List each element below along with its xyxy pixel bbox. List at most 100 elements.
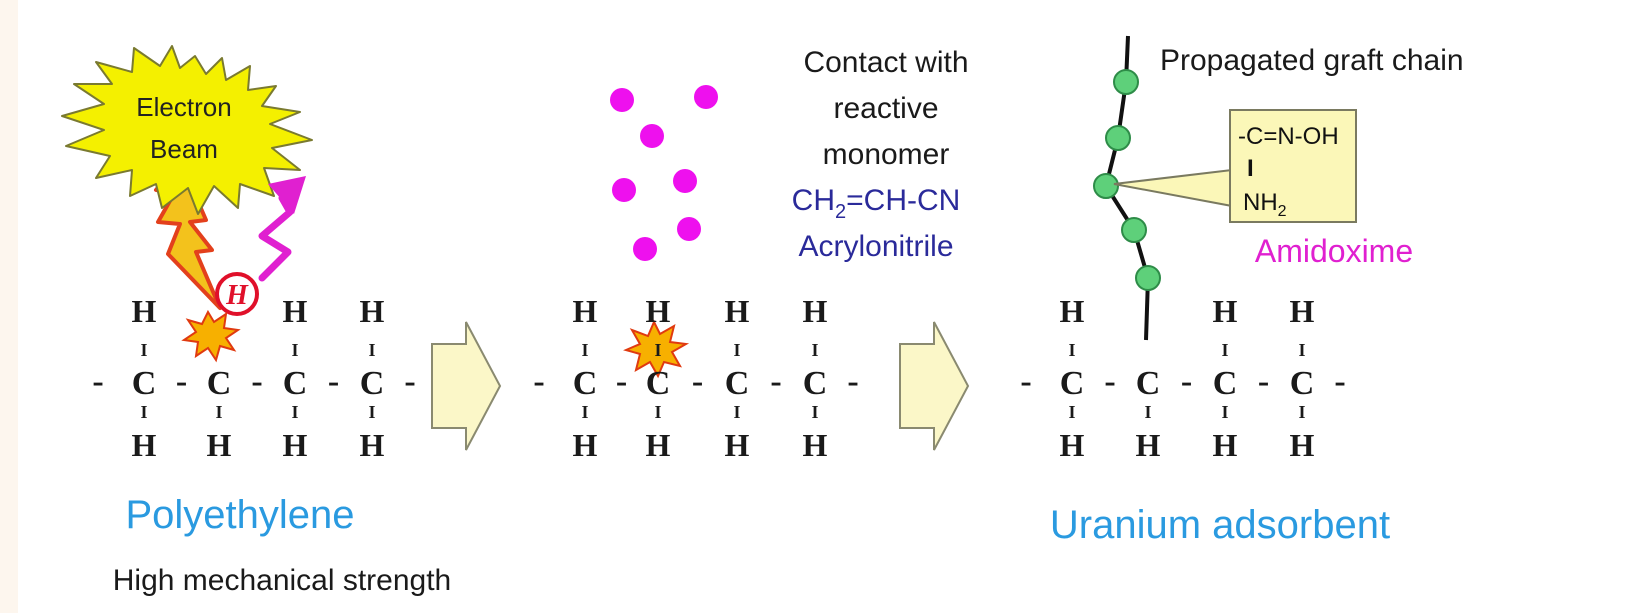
chain-bond: - bbox=[1258, 363, 1269, 400]
chain-bond: I bbox=[140, 340, 147, 360]
hydrogen-atom: H bbox=[725, 293, 750, 329]
process-arrow-2-icon bbox=[899, 321, 970, 451]
monomer-dot bbox=[640, 124, 664, 148]
hydrogen-atom: H bbox=[132, 293, 157, 329]
chain-bond: I bbox=[291, 340, 298, 360]
hydrogen-atom: H bbox=[646, 293, 671, 329]
chain-bond: I bbox=[811, 340, 818, 360]
hydrogen-atom: H bbox=[1290, 427, 1315, 463]
hydrogen-atom: H bbox=[1060, 293, 1085, 329]
chain-bond: I bbox=[1298, 402, 1305, 422]
chain-bond: I bbox=[1068, 340, 1075, 360]
hydrogen-atom: H bbox=[1290, 293, 1315, 329]
callout-bond: I bbox=[1247, 155, 1254, 182]
electron-beam-burst-icon bbox=[61, 45, 313, 215]
burst-label-beam: Beam bbox=[150, 134, 218, 164]
carbon-atom: C bbox=[132, 365, 157, 402]
chain-bond: I bbox=[1221, 402, 1228, 422]
mechanical-strength-label: High mechanical strength bbox=[113, 564, 452, 597]
squiggle-arrow-head-icon bbox=[268, 176, 306, 214]
hydrogen-atom: H bbox=[1213, 293, 1238, 329]
hydrogen-atom: H bbox=[573, 293, 598, 329]
hydrogen-atom: H bbox=[283, 427, 308, 463]
chain-bond: I bbox=[733, 402, 740, 422]
chain-bond: - bbox=[1181, 363, 1192, 400]
amidoxime-callout-box bbox=[1229, 109, 1357, 223]
carbon-atom: C bbox=[646, 365, 671, 402]
removed-hydrogen-label: H bbox=[225, 280, 249, 311]
chain-bond: - bbox=[770, 363, 781, 400]
chain-bond: I bbox=[1144, 402, 1151, 422]
chain-bond: - bbox=[847, 363, 858, 400]
graft-bead bbox=[1093, 173, 1119, 199]
contact-title-line2: reactive bbox=[833, 92, 938, 125]
monomer-dot bbox=[612, 178, 636, 202]
uranium-adsorbent-label: Uranium adsorbent bbox=[1050, 503, 1390, 547]
chain-bond: I bbox=[654, 402, 661, 422]
chain-bond: I bbox=[581, 402, 588, 422]
carbon-atom: C bbox=[1136, 365, 1161, 402]
chain-bond: - bbox=[176, 363, 187, 400]
hydrogen-atom: H bbox=[132, 427, 157, 463]
hydrogen-atom: H bbox=[725, 427, 750, 463]
acrylonitrile-formula: CH2=CH-CN bbox=[792, 184, 961, 223]
squiggle-arrow-icon bbox=[258, 194, 294, 282]
graft-bead bbox=[1121, 217, 1147, 243]
chain-bond: - bbox=[92, 363, 103, 400]
hydrogen-atom: H bbox=[573, 427, 598, 463]
chain-bond: I bbox=[811, 402, 818, 422]
carbon-atom: C bbox=[360, 365, 385, 402]
radical-spark-icon bbox=[623, 319, 690, 379]
step2-monomer-contact: Contact with reactive monomer CH2=CH-CN … bbox=[533, 46, 970, 463]
chain-bond: - bbox=[1334, 363, 1345, 400]
hydrogen-atom: H bbox=[360, 427, 385, 463]
chain-bond: I bbox=[1298, 340, 1305, 360]
chain-bond: I bbox=[1221, 340, 1228, 360]
hydrogen-atom: H bbox=[803, 293, 828, 329]
monomer-dot bbox=[673, 169, 697, 193]
chain-bond: I bbox=[733, 340, 740, 360]
removed-hydrogen-icon bbox=[215, 272, 259, 316]
hydrogen-atom: H bbox=[803, 427, 828, 463]
carbon-atom: C bbox=[573, 365, 598, 402]
chain-bond: - bbox=[692, 363, 703, 400]
chain-bond: I bbox=[654, 340, 661, 360]
chain-bond: - bbox=[1104, 363, 1115, 400]
graft-bead bbox=[1113, 69, 1139, 95]
carbon-atom: C bbox=[207, 365, 232, 402]
hydrogen-atom: H bbox=[1060, 427, 1085, 463]
carbon-atom: C bbox=[1060, 365, 1085, 402]
acrylonitrile-name: Acrylonitrile bbox=[798, 230, 953, 263]
chain-bond: - bbox=[404, 363, 415, 400]
burst-label-electron: Electron bbox=[136, 92, 231, 122]
chain-bond: - bbox=[1020, 363, 1031, 400]
step3-uranium-adsorbent: Propagated graft chain -C=N-OH I NH2 Ami… bbox=[1020, 35, 1464, 547]
contact-title-line3: monomer bbox=[823, 138, 950, 171]
callout-formula-line1: -C=N-OH bbox=[1238, 123, 1339, 150]
carbon-atom: C bbox=[1290, 365, 1315, 402]
chain-bond: - bbox=[251, 363, 262, 400]
graft-bead bbox=[1105, 125, 1131, 151]
hydrogen-atom: H bbox=[207, 427, 232, 463]
monomer-dot bbox=[677, 217, 701, 241]
step1-polyethylene: Electron Beam H -----CHIIHCIHCHIIHCHIIH … bbox=[61, 45, 502, 597]
hydrogen-atom: H bbox=[1136, 427, 1161, 463]
polyethylene-label: Polyethylene bbox=[125, 493, 354, 537]
chain-bond: I bbox=[581, 340, 588, 360]
carbon-atom: C bbox=[1213, 365, 1238, 402]
hydrogen-atom: H bbox=[360, 293, 385, 329]
chain-bond: I bbox=[215, 402, 222, 422]
monomer-dot bbox=[610, 88, 634, 112]
chain-bond: I bbox=[291, 402, 298, 422]
chain-bond: - bbox=[616, 363, 627, 400]
chain-bond: I bbox=[140, 402, 147, 422]
carbon-atom: C bbox=[725, 365, 750, 402]
contact-title-line1: Contact with bbox=[803, 46, 968, 79]
carbon-atom: C bbox=[283, 365, 308, 402]
hydrogen-atom: H bbox=[283, 293, 308, 329]
graft-chain-label: Propagated graft chain bbox=[1160, 44, 1464, 77]
